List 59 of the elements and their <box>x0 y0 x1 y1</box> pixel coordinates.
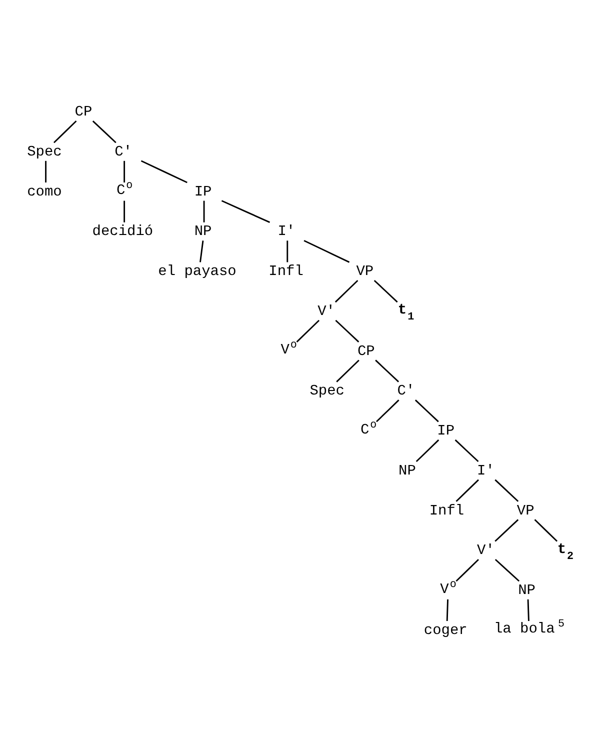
connector <box>221 200 270 223</box>
connector <box>124 160 126 182</box>
node-text: Infl <box>429 502 464 519</box>
node-text: VP <box>356 264 374 280</box>
connector <box>304 239 350 262</box>
connector <box>494 518 519 542</box>
node-text: NP <box>398 462 416 479</box>
connector <box>534 518 558 542</box>
node-text: coger <box>424 622 468 638</box>
connector <box>296 319 320 342</box>
node-text: decidió <box>92 224 154 240</box>
connector <box>334 279 358 302</box>
connector <box>414 399 439 422</box>
connector <box>375 359 400 382</box>
connector <box>527 598 530 620</box>
connector <box>374 279 398 302</box>
connector <box>336 359 360 382</box>
connector <box>53 120 77 143</box>
node-text: t$_{1}$ <box>398 302 414 324</box>
node-text: VP <box>516 502 534 519</box>
connector <box>203 200 205 222</box>
node-text: I' <box>477 462 494 479</box>
connector <box>446 598 448 620</box>
node-text: C$^{o}$ <box>116 180 133 199</box>
connector <box>92 120 116 143</box>
node-text: I' <box>278 224 296 240</box>
node-text: NP <box>194 224 212 240</box>
connector <box>286 240 288 262</box>
node-text: C' <box>397 383 415 400</box>
connector <box>376 399 400 422</box>
connector <box>456 478 479 502</box>
connector <box>416 438 440 462</box>
connector <box>140 160 188 183</box>
node-text: como <box>27 184 62 200</box>
node-text: C' <box>114 144 132 160</box>
node-text: IP <box>194 184 212 200</box>
connector <box>456 558 479 582</box>
node-text: la bola$^{5}$ <box>494 618 564 638</box>
node-text: Spec <box>310 383 345 400</box>
node-text: C$^{o}$ <box>360 418 377 438</box>
connector <box>124 200 126 222</box>
node-text: Spec <box>27 144 62 160</box>
node-text: CP <box>74 104 92 120</box>
node-text: V' <box>318 303 335 320</box>
node-text: IP <box>437 423 455 440</box>
connector <box>200 240 204 262</box>
node-text: CP <box>357 343 375 360</box>
node-text: Infl <box>268 264 304 280</box>
node-text: NP <box>518 582 536 598</box>
connector <box>335 319 360 342</box>
node-text: V' <box>477 542 494 559</box>
connector <box>494 558 520 582</box>
node-text: el payaso <box>158 264 236 280</box>
connector <box>494 478 519 502</box>
node-text: t$_{2}$ <box>557 541 574 562</box>
node-text: V$^{o}$ <box>280 339 297 358</box>
connector <box>454 438 479 462</box>
connector <box>45 160 47 182</box>
node-text: V$^{o}$ <box>440 578 456 598</box>
